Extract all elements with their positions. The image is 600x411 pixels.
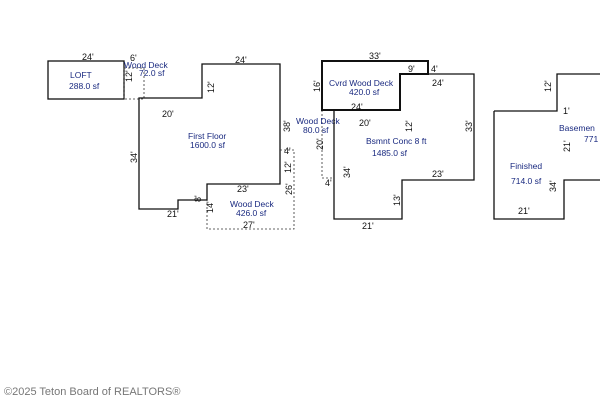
- wood-deck-1-area: 72.0 sf: [139, 68, 165, 78]
- wood-deck-2-dim-right-a: 12': [283, 161, 293, 173]
- first-floor-dim-right-top: 12': [206, 81, 216, 93]
- cvrd-dim-4: 4': [431, 64, 438, 74]
- finished-dim-21: 21': [518, 206, 530, 216]
- first-floor-dim-top: 24': [235, 55, 247, 65]
- bsmnt-dim-23: 23': [432, 169, 444, 179]
- cvrd-dim-left: 16': [312, 80, 322, 92]
- wood-deck-1-outline: [123, 67, 145, 100]
- basement-area: 771: [584, 134, 598, 144]
- loft-outline: [47, 60, 125, 100]
- first-floor-dim-right-small: 4': [284, 146, 291, 156]
- wood-deck-3-dim-small: 4': [325, 178, 332, 188]
- wood-deck-2-area: 426.0 sf: [236, 208, 267, 218]
- wood-deck-2-dim-right-b: 26': [284, 183, 294, 195]
- wood-deck-2-dim-left: 14': [205, 201, 215, 213]
- bsmnt-name: Bsmnt Conc 8 ft: [366, 136, 427, 146]
- wood-deck-3-area: 80.0 sf: [303, 125, 329, 135]
- first-floor-dim-left-inner: 20': [162, 109, 174, 119]
- wood-deck-1-dim: 6': [130, 53, 137, 63]
- wood-deck-2-name: Wood Deck: [230, 199, 275, 209]
- copyright-watermark: ©2025 Teton Board of REALTORS®: [4, 386, 181, 398]
- first-floor-name: First Floor: [188, 131, 226, 141]
- loft-dim-top: 24': [82, 52, 94, 62]
- wood-deck-2-dim-bottom: 27': [243, 220, 255, 230]
- finished-outline-bottom: [493, 111, 600, 220]
- loft-area: 288.0 sf: [69, 81, 100, 91]
- first-floor-dim-inner: 23': [237, 184, 249, 194]
- bsmnt-dim-21: 21': [362, 221, 374, 231]
- cvrd-dim-24a: 24': [432, 78, 444, 88]
- wood-deck-3-name: Wood Deck: [296, 116, 341, 126]
- bsmnt-dim-12: 12': [404, 120, 414, 132]
- basement-dim-21: 21': [562, 140, 572, 152]
- cvrd-name: Cvrd Wood Deck: [329, 78, 394, 88]
- first-floor-dim-step: 8': [193, 195, 203, 202]
- wood-deck-1-name: Wood Deck: [124, 60, 169, 70]
- first-floor-dim-right: 38': [282, 120, 292, 132]
- first-floor-dim-bottom: 21': [167, 209, 179, 219]
- bsmnt-dim-20: 20': [359, 118, 371, 128]
- bsmnt-outline: [333, 73, 475, 220]
- bsmnt-dim-34: 34': [342, 166, 352, 178]
- bsmnt-area: 1485.0 sf: [372, 148, 408, 158]
- cvrd-dim-9: 9': [408, 64, 415, 74]
- finished-outline-top: [494, 73, 600, 112]
- cvrd-dim-top: 33': [369, 51, 381, 61]
- bsmnt-dim-33: 33': [464, 120, 474, 132]
- first-floor-outline: [138, 63, 281, 210]
- first-floor-area: 1600.0 sf: [190, 140, 226, 150]
- basement-dim-12: 12': [543, 80, 553, 92]
- finished-name: Finished: [510, 161, 542, 171]
- cvrd-area: 420.0 sf: [349, 87, 380, 97]
- finished-dim-34: 34': [548, 180, 558, 192]
- bsmnt-dim-13: 13': [392, 194, 402, 206]
- finished-area: 714.0 sf: [511, 176, 542, 186]
- cvrd-dim-24b: 24': [351, 102, 363, 112]
- basement-dim-1: 1': [563, 106, 570, 116]
- wood-deck-3-outline: [321, 110, 334, 179]
- loft-name: LOFT: [70, 70, 92, 80]
- loft-dim-side: 12': [124, 70, 134, 82]
- wood-deck-2-outline: [206, 149, 295, 230]
- first-floor-dim-left: 34': [129, 151, 139, 163]
- wood-deck-3-dim-side: 20': [315, 138, 325, 150]
- basement-name: Basemen: [559, 123, 595, 133]
